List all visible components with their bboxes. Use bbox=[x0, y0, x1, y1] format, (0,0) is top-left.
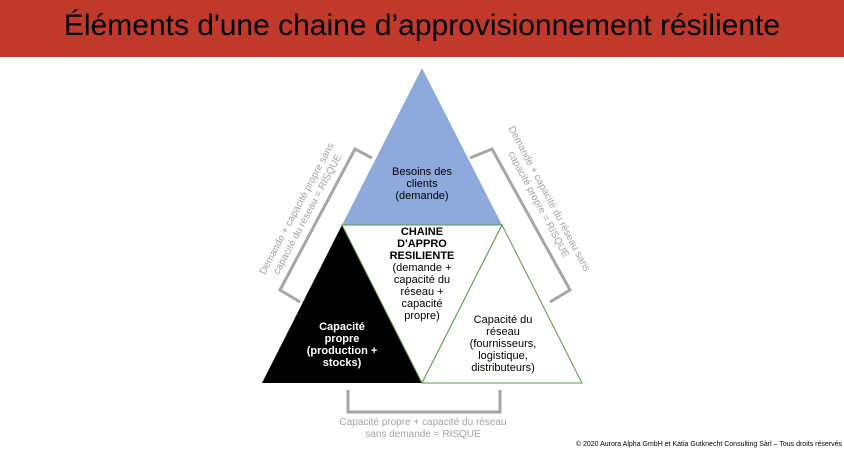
title-banner: Éléments d'une chaine d’approvisionnemen… bbox=[0, 0, 844, 57]
left-risk-bracket bbox=[278, 146, 373, 304]
resilient-chain-title: CHAINE D'APPRO RESILIENTE bbox=[389, 226, 455, 262]
page-title: Éléments d'une chaine d’approvisionnemen… bbox=[63, 9, 781, 42]
bottom-risk-bracket bbox=[346, 390, 502, 414]
right-risk-bracket bbox=[469, 147, 573, 304]
triangle-own-capacity bbox=[262, 225, 422, 383]
resilient-chain-block: CHAINE D'APPRO RESILIENTE (demande + cap… bbox=[385, 226, 459, 322]
own-capacity-label: Capacité propre (production + stocks) bbox=[306, 321, 378, 369]
resilience-diagram bbox=[262, 68, 583, 414]
triangle-demand bbox=[342, 68, 502, 225]
resilient-chain-detail: (demande + capacité du réseau + capacité… bbox=[392, 262, 452, 322]
copyright-notice: © 2020 Aurora Alpha GmbH et Katia Gutkne… bbox=[575, 441, 842, 448]
demand-label: Besoins des clients (demande) bbox=[392, 166, 452, 202]
bottom-risk-note: Capacité propre + capacité du réseau san… bbox=[339, 417, 507, 440]
triangle-network-capacity bbox=[421, 223, 583, 384]
network-capacity-label: Capacité du réseau (fournisseurs, logist… bbox=[469, 314, 537, 374]
